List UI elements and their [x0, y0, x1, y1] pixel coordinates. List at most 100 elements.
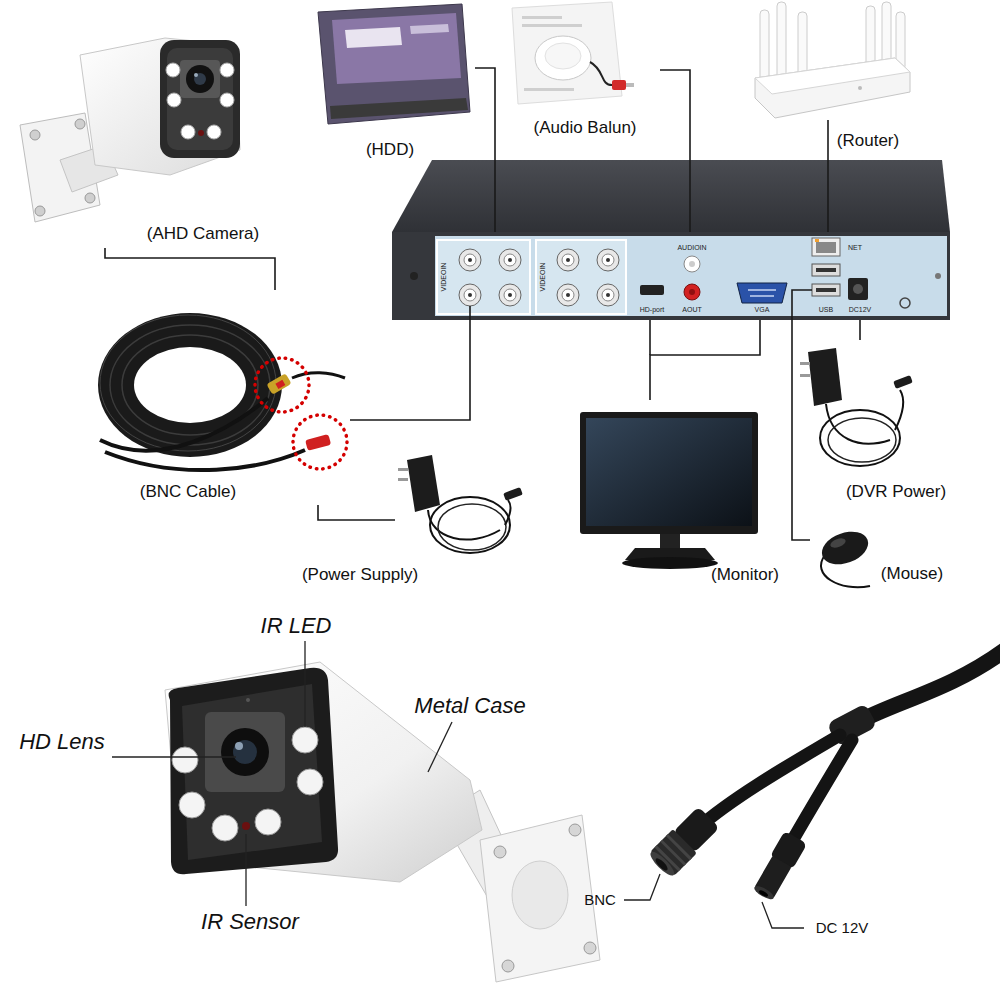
ahd-camera-illustration [80, 38, 240, 175]
dvr-power-illustration [800, 374, 810, 377]
hdd-illustration [318, 4, 470, 124]
device-label: (Monitor) [711, 565, 779, 585]
bnc-cable-illustration [100, 398, 268, 451]
device-label-box: (BNC Cable) [88, 290, 350, 505]
camera-detail-illustration [297, 769, 323, 795]
leader-line [112, 756, 236, 757]
bnc-cable-illustration [105, 450, 305, 470]
hdd-illustration [345, 27, 402, 48]
dvr-power-illustration [800, 362, 810, 365]
dvr-illustration [602, 289, 614, 301]
ahd-camera-illustration [20, 38, 240, 222]
leader-line [112, 641, 804, 928]
dvr-illustration [562, 254, 574, 266]
camera-detail-illustration [584, 942, 596, 954]
power-supply-illustration [503, 487, 523, 501]
port-label: DC12V [849, 306, 872, 314]
dvr-illustration [597, 284, 619, 306]
device-label: (HDD) [366, 140, 414, 160]
dvr-illustration [606, 258, 610, 262]
camera-detail-illustration [233, 740, 257, 764]
mouse-illustration [829, 537, 847, 550]
part-callout: IR LED [261, 613, 332, 638]
dvr-illustration [606, 293, 610, 297]
cable-line [469, 306, 471, 320]
device-label: (DVR Power) [846, 482, 946, 502]
bnc-cable-illustration [292, 373, 345, 378]
dvr-power-illustration [820, 410, 900, 466]
monitor-illustration [580, 412, 758, 569]
dvr-power-illustration [893, 375, 913, 389]
dvr-power-illustration [828, 418, 896, 462]
dvr-illustration [816, 288, 836, 292]
device-label-box: (DVR Power) [800, 340, 957, 507]
router-illustration [755, 58, 910, 118]
leader-line [304, 641, 305, 727]
dvr-power-illustration [808, 348, 842, 406]
audio-balun-illustration [522, 16, 562, 19]
port-label: AOUT [682, 306, 701, 314]
cable-detail-illustration [647, 805, 721, 879]
dvr-illustration [504, 289, 516, 301]
hdd-illustration [332, 13, 461, 84]
device-label-box: (Audio Balun) [505, 2, 660, 144]
dvr-illustration [410, 272, 418, 280]
part-callout: HD Lens [19, 729, 105, 754]
camera-detail-illustration [494, 846, 506, 858]
power-supply-illustration [407, 455, 440, 512]
camera-detail-illustration [212, 815, 238, 841]
dvr-illustration [392, 160, 950, 232]
cable-detail-illustration [666, 834, 692, 860]
dvr-illustration [848, 278, 868, 300]
audio-balun-illustration [612, 80, 626, 90]
camera-detail-illustration [172, 747, 198, 773]
device-label: (BNC Cable) [140, 482, 236, 502]
part-callout: IR Sensor [201, 909, 299, 934]
dvr-illustration [536, 240, 626, 314]
dvr-illustration [748, 289, 776, 291]
dvr-illustration [684, 256, 700, 272]
power-supply-illustration [430, 497, 510, 553]
dvr-illustration [812, 284, 840, 296]
device-label: (Router) [837, 131, 899, 151]
ahd-camera-illustration [85, 193, 95, 203]
device-label-box: (AHD Camera) [10, 30, 275, 248]
dvr-illustration [464, 289, 476, 301]
audio-balun-illustration [512, 2, 634, 104]
monitor-illustration [660, 534, 680, 549]
ahd-camera-illustration [167, 93, 181, 107]
cable-detail-illustration [786, 740, 852, 852]
device-label-box: (Mouse) [810, 505, 955, 597]
dvr-illustration [464, 254, 476, 266]
audio-balun-illustration [545, 43, 581, 69]
dvr-illustration [816, 242, 836, 253]
ahd-camera-illustration [75, 119, 85, 129]
leader-line [762, 902, 804, 928]
port-label: AUDIOIN [677, 244, 706, 252]
cable-line [650, 320, 760, 400]
leader-line [624, 874, 660, 900]
bnc-port [459, 249, 619, 306]
cable-detail-illustration [754, 856, 791, 898]
camera-detail-illustration [182, 684, 322, 860]
bnc-cable-illustration [305, 434, 331, 451]
cable-line [792, 320, 810, 540]
dvr-illustration [557, 284, 579, 306]
cable-line [105, 248, 275, 290]
part-callout: Metal Case [414, 693, 525, 718]
device-label-box: (Monitor) [570, 400, 785, 590]
camera-detail-illustration [165, 662, 482, 882]
ahd-camera-illustration [186, 65, 214, 93]
hdd-illustration [410, 24, 449, 34]
bnc-cable-illustration [100, 315, 276, 451]
device-label-box: (Power Supply) [395, 448, 530, 560]
dvr-illustration [499, 249, 521, 271]
camera-detail-illustration [165, 662, 600, 982]
router-illustration [760, 10, 769, 85]
dvr-illustration [557, 249, 579, 271]
bnc-cable-illustration [110, 325, 270, 445]
camera-detail-illustration [255, 809, 281, 835]
camera-detail-illustration [179, 792, 205, 818]
